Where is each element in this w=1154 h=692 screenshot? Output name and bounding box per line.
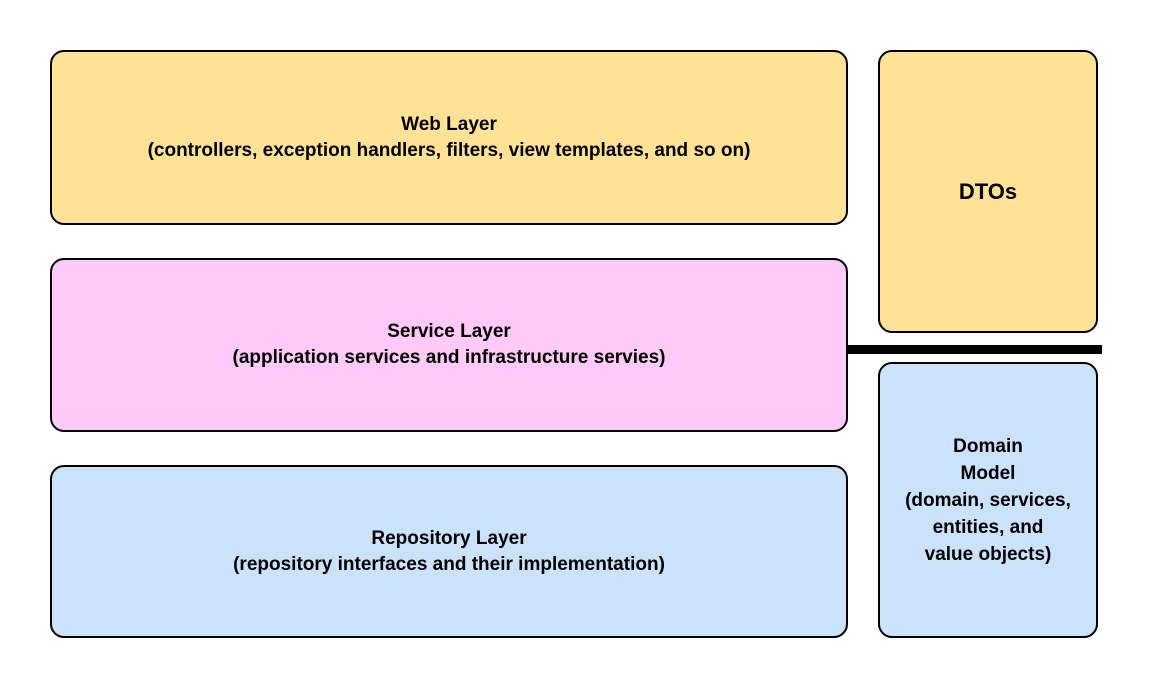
web-layer-box: Web Layer (controllers, exception handle… — [50, 50, 848, 225]
web-layer-title: Web Layer — [401, 113, 497, 135]
domain-model-title: Domain Model — [953, 435, 1023, 484]
repository-layer-title: Repository Layer — [371, 527, 527, 549]
repository-layer-subtitle: (repository interfaces and their impleme… — [233, 553, 665, 575]
repository-layer-box: Repository Layer (repository interfaces … — [50, 465, 848, 638]
dtos-title: DTOs — [958, 178, 1018, 204]
web-layer-subtitle: (controllers, exception handlers, filter… — [147, 139, 751, 161]
service-layer-subtitle: (application services and infrastructure… — [232, 347, 666, 368]
service-layer-box: Service Layer (application services and … — [50, 258, 848, 432]
dtos-box: DTOs — [878, 50, 1098, 333]
domain-model-box: Domain Model (domain, services, entities… — [878, 362, 1098, 638]
service-layer-title: Service Layer — [387, 321, 511, 342]
dto-domain-divider-line — [848, 345, 1102, 354]
domain-model-subtitle: (domain, services, entities, and value o… — [905, 489, 1071, 565]
